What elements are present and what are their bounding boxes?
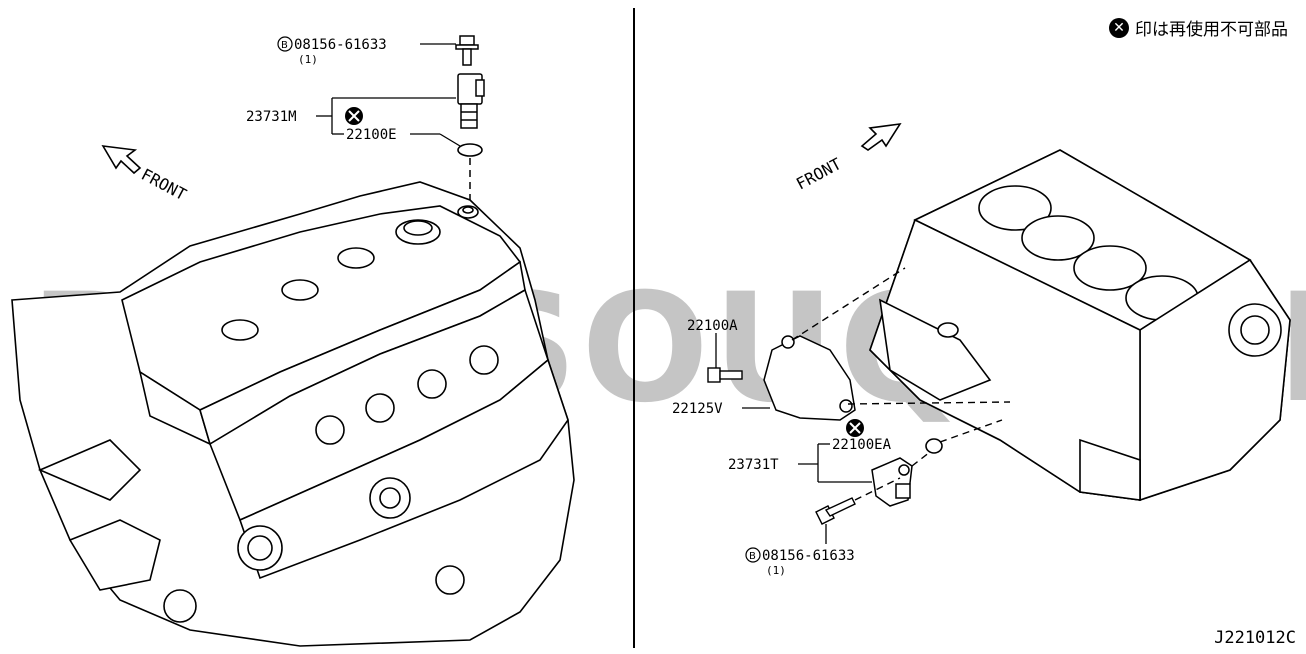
left-nonreusable-icon bbox=[345, 107, 363, 125]
svg-text:B: B bbox=[281, 40, 288, 51]
right-cover-icon bbox=[763, 335, 856, 421]
left-sensor-icon bbox=[457, 73, 485, 129]
right-oring-part-number: 22100EA bbox=[832, 437, 892, 453]
right-install-lines bbox=[791, 267, 1011, 501]
right-nonreusable-icon bbox=[846, 419, 864, 437]
nonreusable-legend: ✕ 印は再使用不可部品 bbox=[1109, 15, 1288, 40]
right-cover-part-number: 22125V bbox=[672, 401, 723, 417]
right-bolt-part-number: 08156-61633 bbox=[762, 548, 855, 564]
left-oring-part-number: 22100E bbox=[346, 127, 397, 143]
right-bolt-a-part-number: 22100A bbox=[687, 318, 738, 334]
right-bolt-a-icon bbox=[707, 367, 743, 383]
right-leader-lines bbox=[715, 333, 872, 544]
right-bolt-prefix-icon: B bbox=[745, 547, 761, 563]
left-bolt-icon bbox=[455, 35, 479, 66]
left-oring-icon bbox=[457, 143, 483, 157]
right-block-drawing bbox=[869, 149, 1291, 502]
svg-text:B: B bbox=[749, 551, 756, 562]
right-front-arrow bbox=[860, 122, 902, 151]
left-bolt-part-number: 08156-61633 bbox=[294, 37, 387, 53]
legend-text: 印は再使用不可部品 bbox=[1135, 20, 1288, 40]
right-bolt-icon bbox=[815, 497, 856, 525]
left-bolt-prefix-icon: B bbox=[277, 36, 293, 52]
right-front-label: FRONT bbox=[793, 154, 845, 194]
left-leader-lines bbox=[316, 43, 461, 147]
left-engine-drawing bbox=[11, 181, 575, 647]
right-oring-icon bbox=[925, 438, 943, 454]
right-bolt-quantity: (1) bbox=[766, 564, 786, 577]
left-sensor-part-number: 23731M bbox=[246, 109, 297, 125]
circle-x-icon: ✕ bbox=[1109, 17, 1129, 38]
right-sensor-part-number: 23731T bbox=[728, 457, 779, 473]
diagram-code: J221012C bbox=[1214, 628, 1296, 648]
left-front-label: FRONT bbox=[138, 165, 190, 205]
left-front-arrow bbox=[101, 145, 142, 175]
left-bolt-quantity: (1) bbox=[298, 53, 318, 66]
